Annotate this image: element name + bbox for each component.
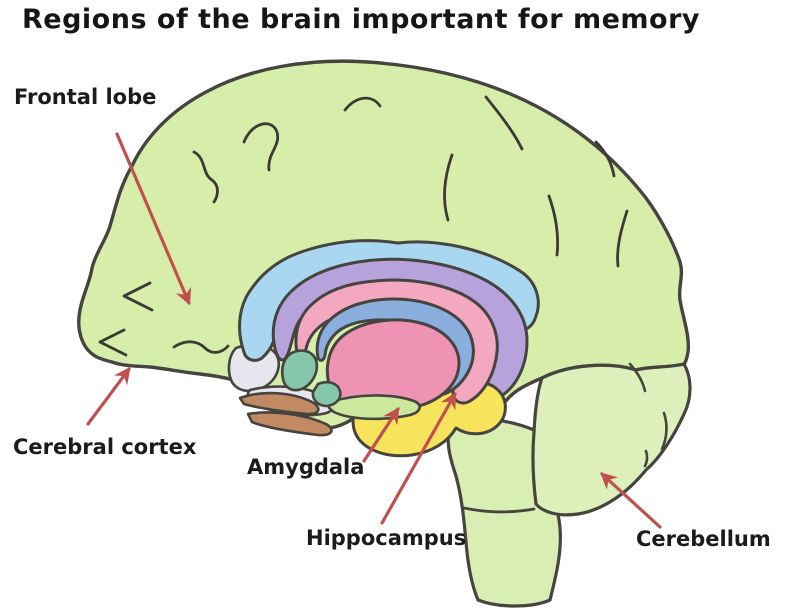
annotation-arrows	[86, 132, 662, 529]
cerebellum-arrow	[600, 472, 662, 529]
amygdala-arrow	[362, 406, 400, 463]
cerebellum-region	[531, 362, 692, 517]
cortex-sulci-lines	[98, 95, 629, 357]
label-cerebellum: Cerebellum	[636, 527, 771, 551]
teal-patch	[311, 380, 342, 408]
brown-band	[246, 411, 333, 437]
label-amygdala: Amygdala	[247, 455, 365, 479]
label-cerebral-cortex: Cerebral cortex	[13, 435, 197, 459]
brown-bands	[238, 391, 333, 437]
frontal-lobe-arrow	[115, 132, 192, 306]
label-hippocampus: Hippocampus	[306, 526, 467, 550]
label-frontal-lobe: Frontal lobe	[14, 85, 157, 109]
pons-fold-line	[462, 506, 536, 514]
green-band	[327, 394, 421, 421]
page-title: Regions of the brain important for memor…	[22, 4, 700, 35]
cerebral-cortex-arrow	[86, 366, 131, 426]
cerebellum-fold-lines	[628, 362, 668, 468]
teal-patch	[280, 349, 319, 392]
hippocampus-arrow	[380, 391, 457, 525]
brown-band	[238, 391, 320, 416]
teal-patches	[280, 349, 342, 408]
